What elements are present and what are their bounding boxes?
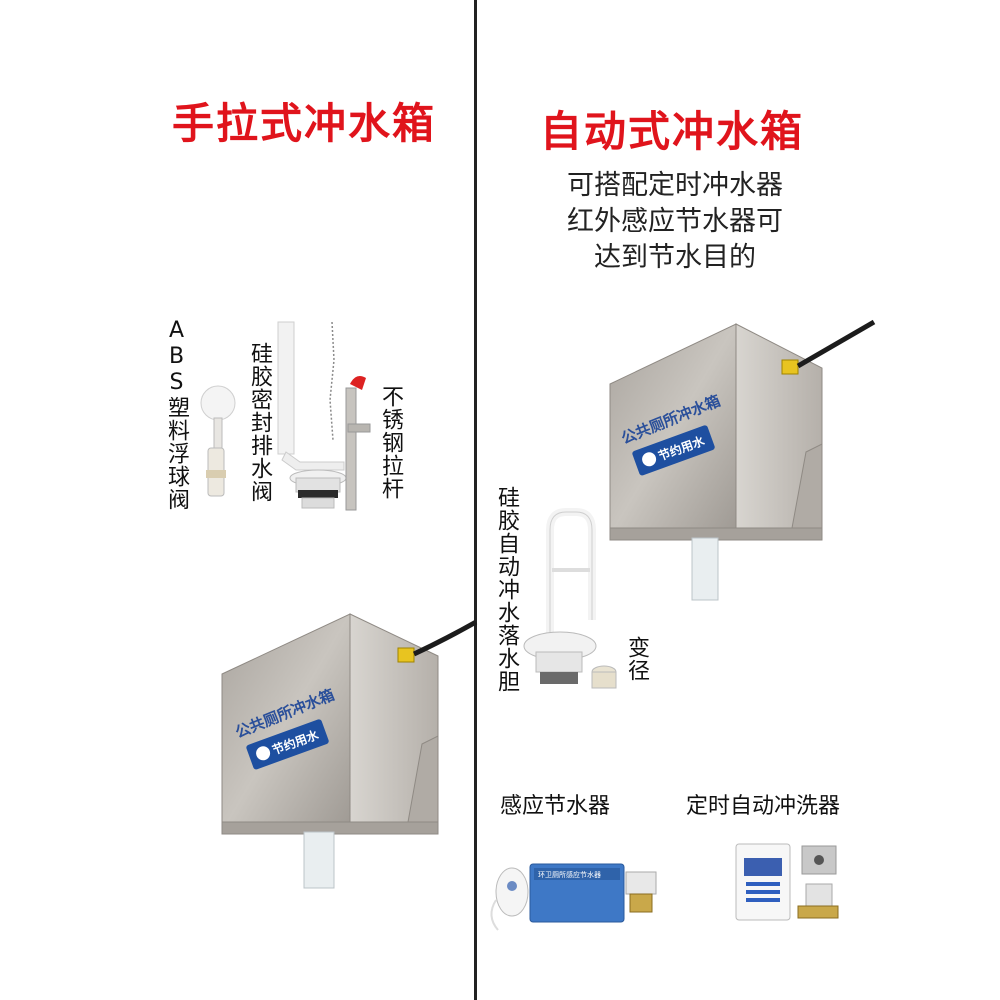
float-valve-image	[200, 385, 236, 497]
flush-valve-label: 硅胶自动冲水落水胆	[494, 486, 519, 693]
reducer-label: 变径	[624, 636, 649, 682]
timer-device-image	[735, 843, 839, 921]
right-description: 可搭配定时冲水器 红外感应节水器可 达到节水目的	[540, 168, 810, 276]
right-tank-image: 公共厕所冲水箱 节约用水	[609, 319, 876, 601]
lever-label: 不锈钢拉杆	[378, 385, 403, 500]
desc-line-3: 达到节水目的	[594, 242, 756, 273]
right-title: 自动式冲水箱	[540, 107, 805, 156]
drain-valve-label: 硅胶密封排水阀	[247, 342, 272, 503]
left-tank-image: 公共厕所冲水箱 节约用水	[221, 613, 478, 889]
left-title: 手拉式冲水箱	[172, 99, 437, 148]
auto-flush-valve-image	[523, 508, 617, 689]
desc-line-2: 红外感应节水器可	[567, 206, 783, 237]
timer-label: 定时自动冲洗器	[686, 794, 841, 819]
center-divider	[474, 0, 477, 1000]
drain-valve-image	[277, 321, 347, 509]
sensor-device-image: 环卫厕所感应节水器	[490, 863, 657, 931]
sensor-box-label: 环卫厕所感应节水器	[538, 870, 601, 879]
desc-line-1: 可搭配定时冲水器	[567, 170, 783, 201]
float-valve-label: ABS塑料浮球阀	[164, 318, 189, 511]
lever-image	[345, 376, 371, 511]
sensor-label: 感应节水器	[500, 794, 611, 819]
